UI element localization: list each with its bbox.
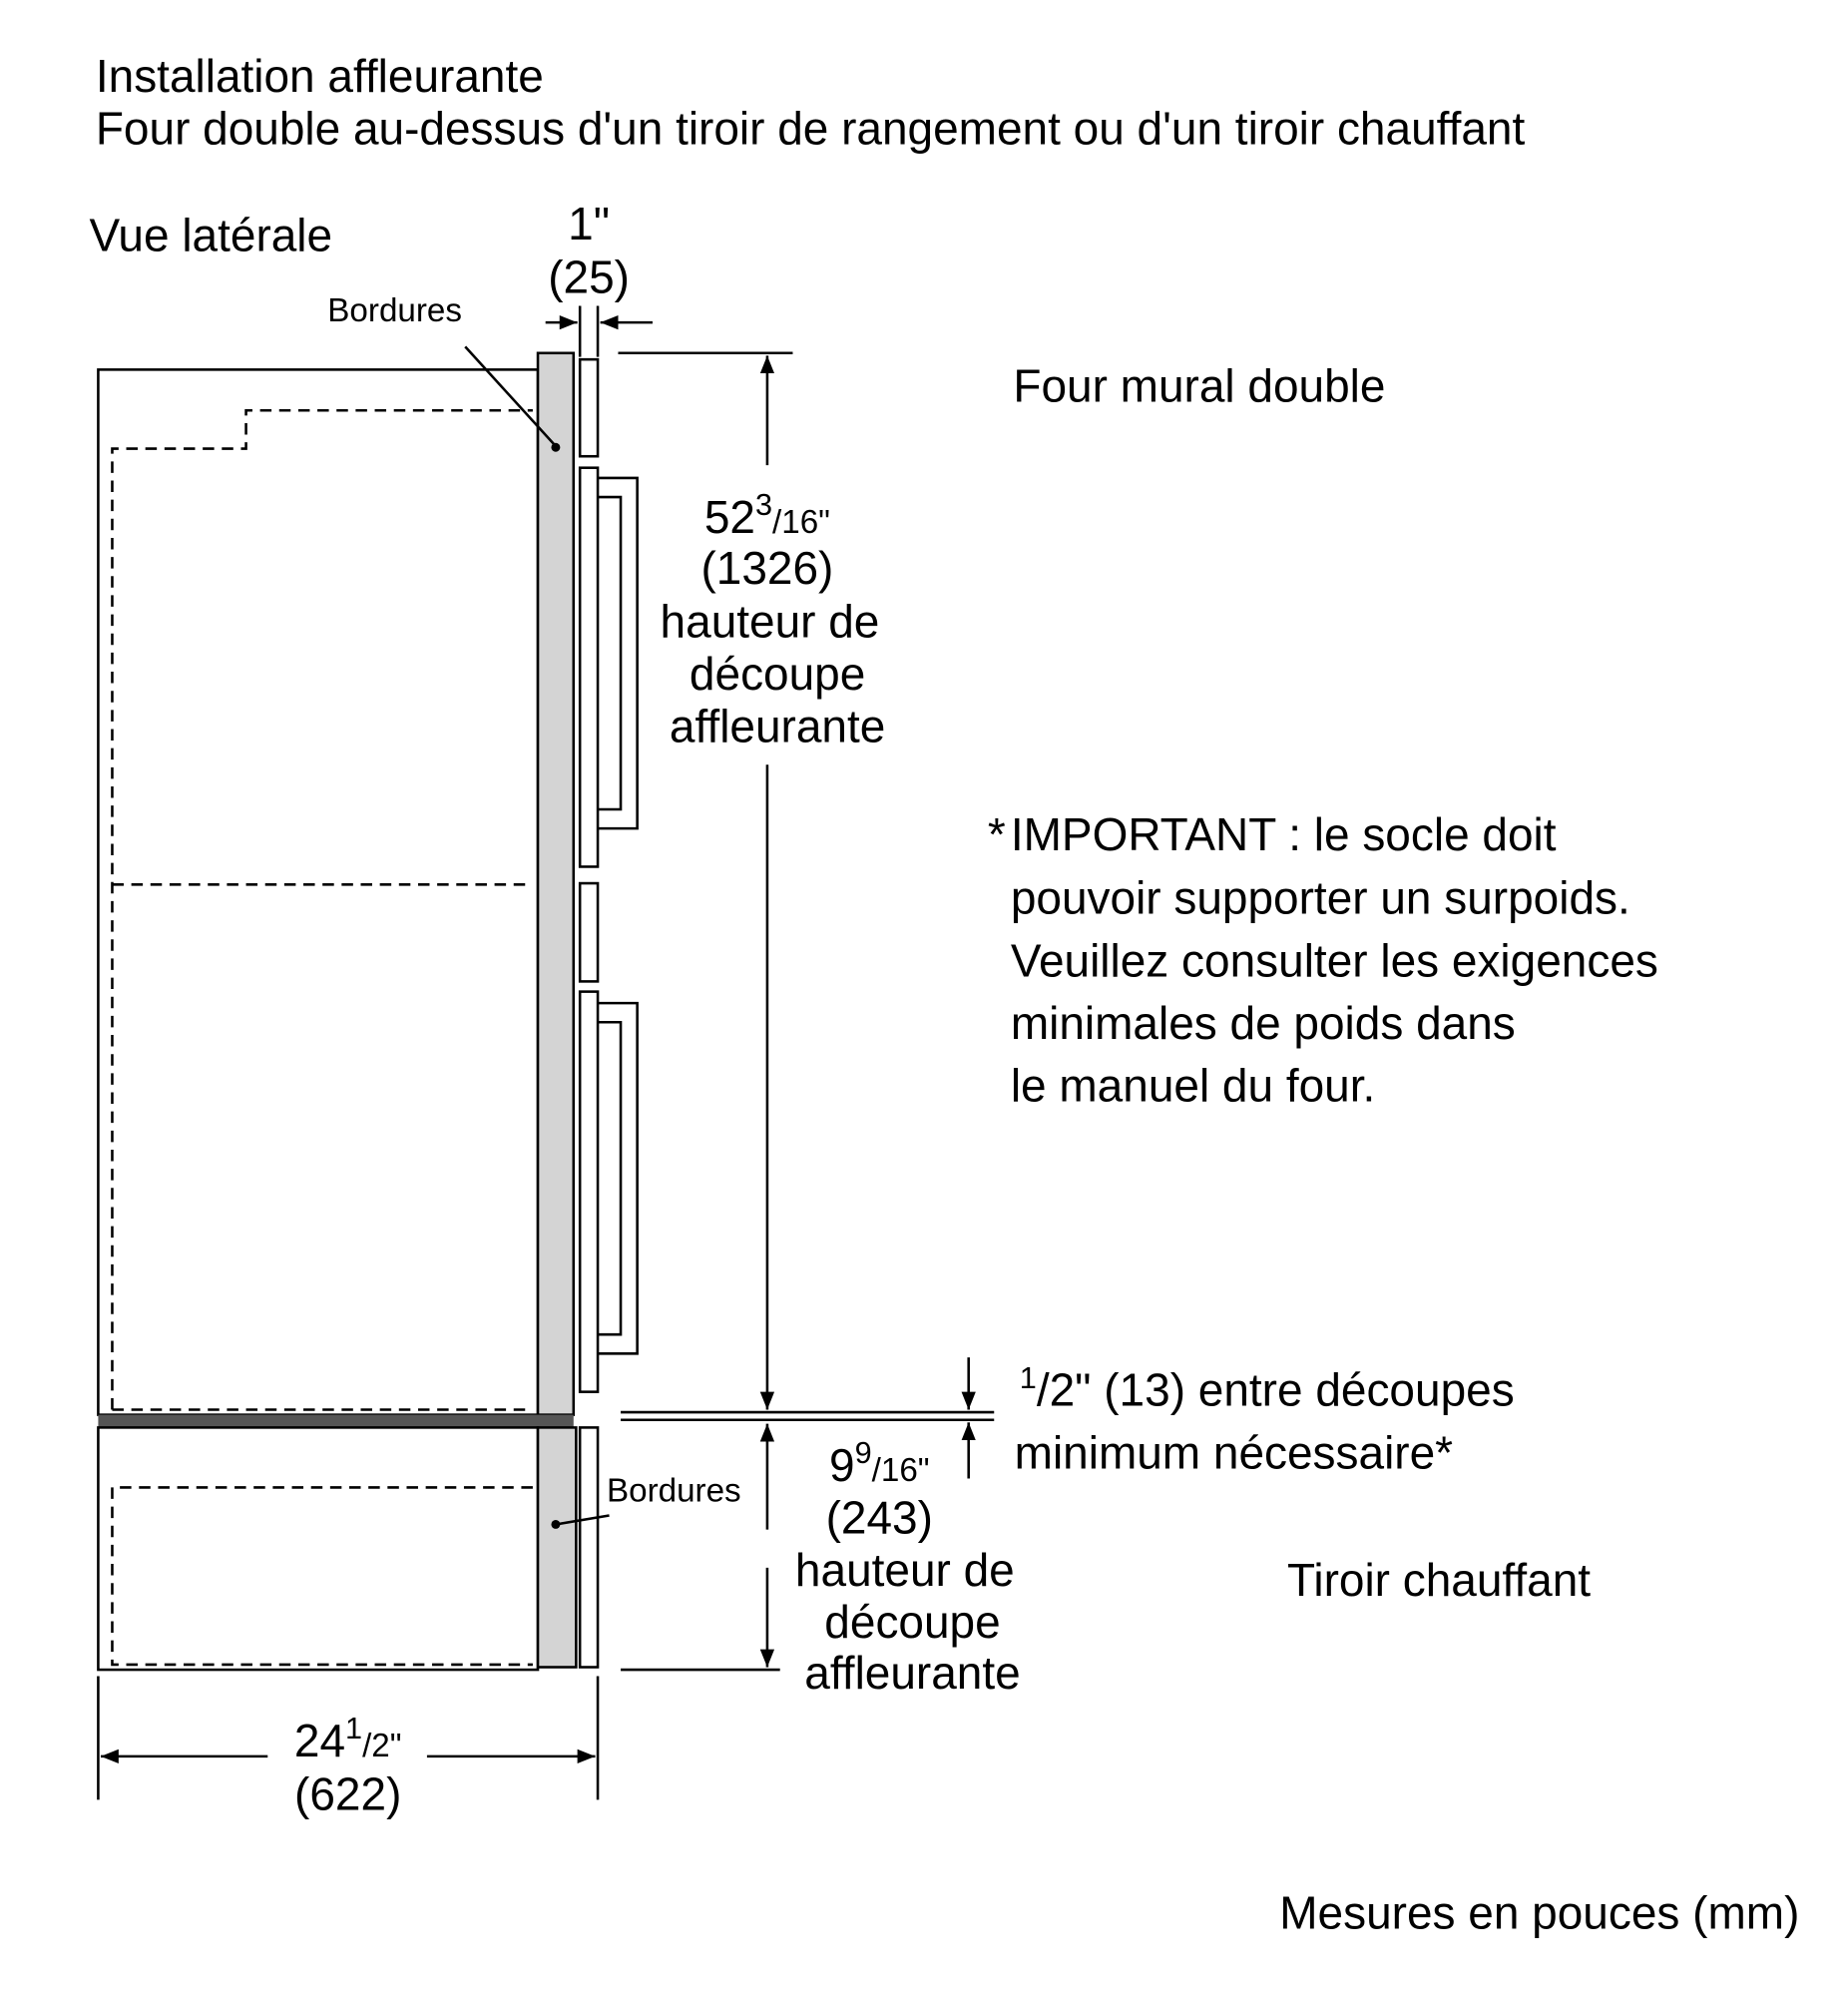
drawer-cutout-label-2: découpe [824,1596,1000,1648]
oven-outline-dashed [111,408,533,1410]
upper-cabinet [97,368,540,1416]
important-line: pouvoir supporter un surpoids. [1011,872,1630,924]
oven-cutout-inches: 523/16" [704,488,830,543]
gap-label: 1/2" (13) entre découpes [1020,1361,1515,1416]
view-label: Vue latérale [89,210,332,261]
units-note: Mesures en pouces (mm) [1279,1886,1799,1938]
trim-label-bottom: Bordures [607,1472,741,1509]
drawer-cutout-mm: (243) [826,1491,933,1543]
support-shelf [98,1414,574,1428]
oven-cutout-label-2: découpe [690,648,865,700]
oven-cutout-label-1: hauteur de [661,596,880,648]
lower-trim [536,1426,578,1669]
drawer-cutout-label-3: affleurante [804,1647,1020,1699]
important-asterisk: * [988,808,1006,860]
title-line2: Four double au-dessus d'un tiroir de ran… [96,102,1526,154]
depth-inches: 241/2" [294,1712,402,1766]
leader-dot [551,1519,561,1529]
leader-dot [551,442,561,452]
control-panel-lower [578,881,600,983]
lower-cabinet [97,1426,540,1672]
oven-label: Four mural double [1013,359,1385,411]
title-line1: Installation affleurante [96,50,544,102]
gap-label-2: minimum nécessaire* [1015,1426,1454,1478]
drawer-cutout-inches: 99/16" [829,1436,930,1491]
drawer-front [578,1426,600,1669]
important-line: IMPORTANT : le socle doit [1011,808,1557,860]
important-line: le manuel du four. [1011,1059,1375,1111]
drawer-outline-dashed [111,1486,533,1667]
important-line: minimales de poids dans [1011,997,1516,1049]
lower-door-handle [598,1001,639,1355]
drawer-cutout-label-1: hauteur de [795,1544,1015,1596]
leader-line [464,345,557,447]
trim-offset-inches: 1" [568,198,610,250]
drawer-label: Tiroir chauffant [1287,1554,1591,1606]
oven-cutout-mm: (1326) [700,542,833,594]
trim-label-top: Bordures [327,292,462,329]
depth-mm: (622) [294,1768,401,1820]
upper-trim [536,351,576,1416]
lower-oven-door [578,990,600,1393]
leader-line [555,1514,610,1526]
important-line: Veuillez consulter les exigences [1011,934,1658,986]
control-panel-upper [578,357,600,458]
upper-door-handle [598,476,639,830]
trim-offset-mm: (25) [548,251,630,303]
oven-cutout-label-3: affleurante [670,700,885,751]
upper-oven-door [578,466,600,868]
